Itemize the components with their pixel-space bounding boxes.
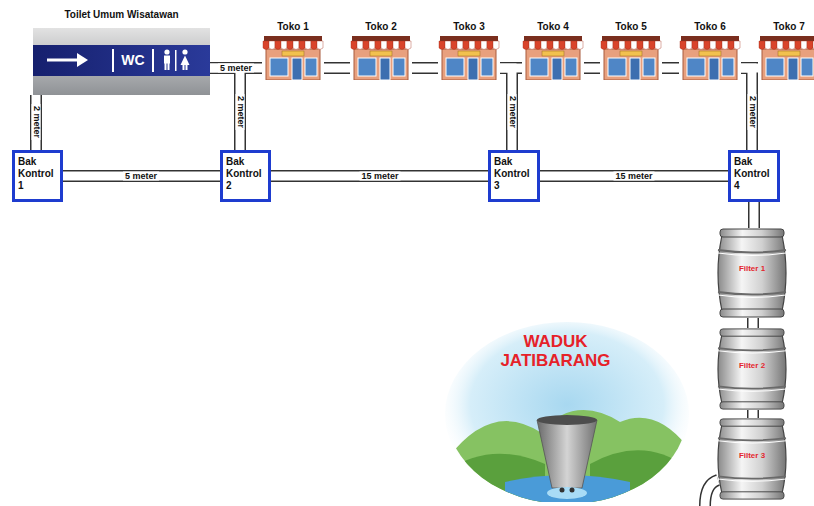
shop-label: Toko 4: [522, 20, 584, 34]
control-box: Bak Kontrol 4: [728, 150, 780, 202]
pipe-length: 2 meter: [748, 94, 757, 130]
filter-label: Filter 1: [713, 264, 791, 274]
control-box: Bak Kontrol 1: [12, 150, 63, 202]
pipe-length: 2 meter: [236, 94, 245, 130]
pipe: [584, 64, 600, 73]
shop-picture: [350, 36, 412, 80]
pipe-outline: [210, 62, 262, 74]
control-box-label: Bak Kontrol 3: [494, 156, 534, 192]
control-box-label: Bak Kontrol 1: [18, 156, 57, 192]
reservoir-title: WADUK JATIBARANG: [483, 332, 628, 370]
pipe-outline: [63, 170, 220, 182]
pipe: [63, 172, 220, 181]
pipe: [540, 172, 728, 181]
filter-label: Filter 3: [713, 451, 791, 461]
shop-node: Toko 4: [522, 20, 584, 80]
pipe: [210, 64, 262, 73]
sign-text: WC: [114, 45, 152, 76]
shop-picture: [600, 36, 662, 80]
pipe: [749, 318, 758, 328]
pipe-length: 5 meter: [123, 172, 159, 181]
filter-tank: Filter 2: [713, 328, 791, 410]
pipe-outline: [747, 410, 759, 418]
shop-node: Toko 6: [679, 20, 741, 80]
pipe-outline: [412, 62, 438, 74]
pipe-outline: [748, 202, 760, 228]
shop-picture: [438, 36, 500, 80]
pipe: [271, 172, 488, 181]
pipe: [412, 64, 438, 73]
shop-label: Toko 7: [758, 20, 814, 34]
filter-tank: Filter 3: [713, 418, 791, 500]
pipe-length: 5 meter: [218, 64, 254, 73]
shop-node: Toko 5: [600, 20, 662, 80]
filter-label: Filter 2: [713, 361, 791, 371]
pipe-outline: [584, 62, 600, 74]
pipe-length: 15 meter: [359, 172, 400, 181]
shop-label: Toko 3: [438, 20, 500, 34]
control-box-label: Bak Kontrol 2: [226, 156, 265, 192]
pipe-outline: [540, 170, 728, 182]
shop-picture: [679, 36, 741, 80]
pipe-outline: [324, 62, 350, 74]
pipe-outline: [662, 62, 679, 74]
toilet-heading: Toilet Umum Wisatawan: [13, 8, 230, 22]
shop-label: Toko 2: [350, 20, 412, 34]
shop-node: Toko 1: [262, 20, 324, 80]
shop-label: Toko 6: [679, 20, 741, 34]
filter-tank: Filter 1: [713, 228, 791, 318]
shop-node: Toko 7: [758, 20, 814, 80]
pipe: [662, 64, 679, 73]
shop-picture: [262, 36, 324, 80]
pipe-outline: [747, 318, 759, 328]
shop-node: Toko 2: [350, 20, 412, 80]
pipe-outline: [271, 170, 488, 182]
outlet-pipe-inner: [705, 480, 718, 506]
pipe-length: 2 meter: [508, 94, 517, 130]
control-box-label: Bak Kontrol 4: [734, 156, 774, 192]
shop-picture: [522, 36, 584, 80]
pipe: [750, 202, 759, 228]
pipe: [749, 410, 758, 418]
control-box: Bak Kontrol 3: [488, 150, 540, 202]
reservoir-node: WADUK JATIBARANG: [445, 322, 690, 502]
shop-label: Toko 1: [262, 20, 324, 34]
shop-picture: [758, 36, 814, 80]
pipe-length: 15 meter: [613, 172, 654, 181]
toilet-sign: Toilet Umum WisatawanWC: [33, 28, 210, 95]
shop-node: Toko 3: [438, 20, 500, 80]
pipe-length: 2 meter: [32, 104, 41, 140]
control-box: Bak Kontrol 2: [220, 150, 271, 202]
pipe: [32, 95, 41, 150]
pipe: [324, 64, 350, 73]
shop-label: Toko 5: [600, 20, 662, 34]
pipe-outline: [30, 95, 42, 150]
outlet-pipe-outline: [705, 480, 718, 506]
